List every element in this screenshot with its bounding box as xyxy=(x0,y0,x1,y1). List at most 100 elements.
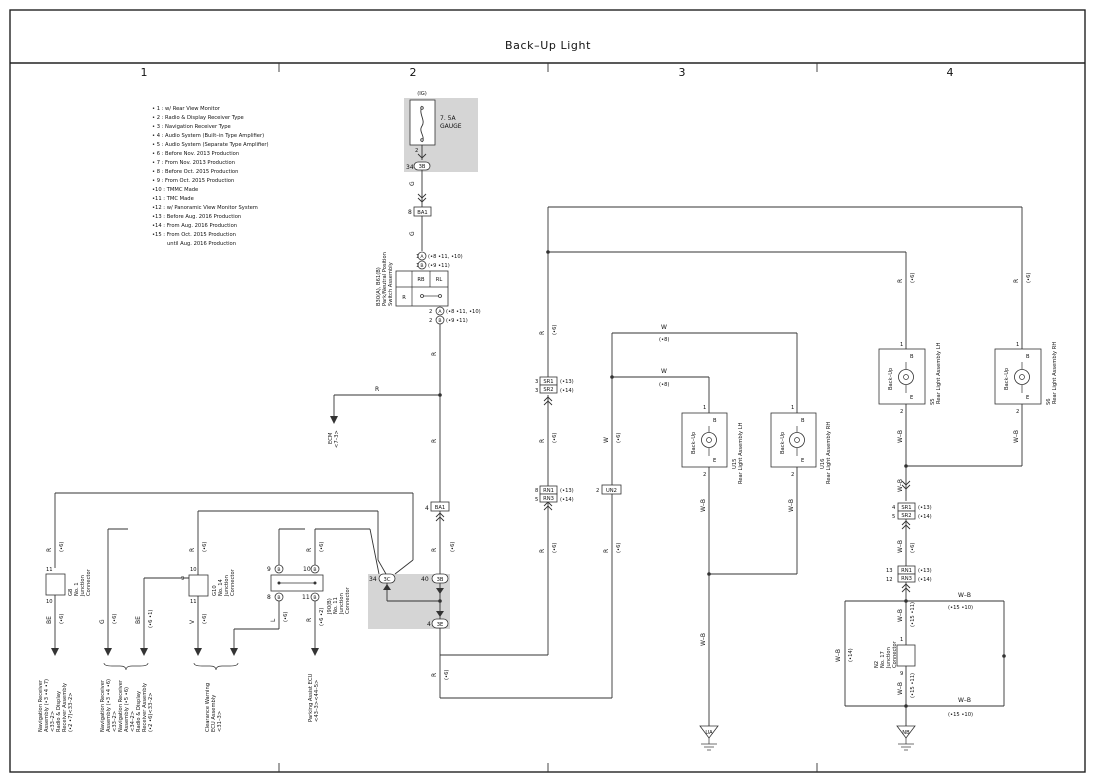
junction-g8: 11 10 G8 No. 1 Junction Connector BE (•6… xyxy=(45,567,92,656)
switch-code: B30(A), B61(B) xyxy=(376,267,382,306)
junction-type: Connector xyxy=(86,568,92,596)
lamp-name: Rear Light Assembly LH xyxy=(936,342,942,404)
condition-label: (•6) xyxy=(910,543,916,553)
connector-pin: 8 xyxy=(267,594,271,601)
lamp-pin: 1 xyxy=(703,405,706,411)
lamp-pin: 1 xyxy=(791,405,794,411)
wire-r-main: R R ECM <7–3> R 4 BA1 R (•6) xyxy=(328,324,456,574)
connector-label: A xyxy=(420,254,424,260)
condition-label: (•9 •11) xyxy=(446,318,468,324)
wire-color-label: BE xyxy=(135,616,142,624)
wire-r-to-rear: R (•6) R (•6) R (•6) xyxy=(431,494,622,699)
connector-column-906: W–B 4 SR1 (•13) 5 SR2 (•14) W–B (•6) 13 … xyxy=(886,479,932,633)
bulb-icon xyxy=(701,432,717,448)
condition-label: (•6) xyxy=(1026,273,1032,283)
condition-label: (•13) xyxy=(918,568,932,574)
condition-label: (•6) xyxy=(59,542,65,552)
wire-color-label: W–B xyxy=(958,592,971,599)
wire-color-label: R xyxy=(306,618,313,622)
connector-b-pin xyxy=(310,564,320,574)
destination-label: <34–2> xyxy=(130,711,136,732)
wire-color-label: W–B xyxy=(835,649,842,662)
brace-icon xyxy=(103,662,149,671)
connector-label: BA1 xyxy=(435,505,445,511)
destination-label: ECU Assembly xyxy=(211,695,217,732)
wire-color-label: W–B xyxy=(897,479,904,492)
note-line: • 4 : Audio System (Built–in Type Amplif… xyxy=(152,133,264,139)
condition-label: (•8) xyxy=(659,337,669,343)
ground-triangle-icon xyxy=(896,725,916,739)
connector-pin: 3 xyxy=(535,379,538,385)
wire-color-label: W–B xyxy=(700,633,707,646)
connector-pin: 10 xyxy=(190,567,197,573)
lamp-pin: 2 xyxy=(791,472,794,478)
connector-pin: 8 xyxy=(535,488,538,494)
arrow-up-icon xyxy=(383,584,391,590)
destination-label: Clearance Warning xyxy=(205,683,211,732)
note-line: • 3 : Navigation Receiver Type xyxy=(152,124,231,130)
connector-label: RN3 xyxy=(543,496,554,502)
connector-label: RN3 xyxy=(901,576,912,582)
wire-color-label: R xyxy=(46,548,53,552)
destination-labels: Navigation Receiver Assembly (•3 •4 •7) … xyxy=(38,673,320,732)
wire-g-nav: G (•6) xyxy=(99,528,128,656)
junction-code: G10 xyxy=(212,585,218,596)
condition-label: (•6) xyxy=(910,273,916,283)
ground-label: NB xyxy=(902,730,910,736)
switch-contact xyxy=(438,294,442,298)
junction-block-3c-3b-3e: 34 3C 40 3B 4 3E xyxy=(368,573,450,629)
bulb-icon xyxy=(1014,369,1030,385)
lamp-pin: 2 xyxy=(703,472,706,478)
junction-name: No. 1 xyxy=(74,582,80,596)
connector-b-pin xyxy=(417,260,427,270)
left-loop-wires: R (•6) R (•6) R (•6) xyxy=(46,492,414,575)
wire-color-label: R xyxy=(431,548,438,552)
condition-label: (•13) xyxy=(918,505,932,511)
connector-pin: 5 xyxy=(892,514,895,520)
connector-pin: 2 xyxy=(596,488,599,494)
connector-label: 3B xyxy=(419,164,426,170)
connector-label: B xyxy=(420,263,423,269)
zone-ruler: 1 2 3 4 xyxy=(141,63,954,772)
connector-sr2 xyxy=(897,510,916,520)
wire-color-label: G xyxy=(409,231,416,236)
connector-chevron-icon xyxy=(417,193,427,203)
destination-label: Assembly (•3 •4 •7) xyxy=(44,679,50,732)
note-line: • 5 : Audio System (Separate Type Amplif… xyxy=(152,142,269,148)
bulb-filament xyxy=(794,437,800,443)
fuse-rating: 7. 5A xyxy=(440,115,456,122)
junction-j90: 9 B 10 B 8 B 11 B J90(B) No. 11 Junction… xyxy=(230,528,351,656)
junction-g10-box xyxy=(188,574,209,597)
wire-r-upper-548: R (•6) 3 SR1 (•13) 3 SR2 (•14) R (•6) xyxy=(535,206,1022,486)
arrow-down-icon xyxy=(194,648,202,656)
splice-point xyxy=(313,581,317,585)
wire-color-label: W–B xyxy=(788,499,795,512)
junction-g10: 10 9 11 G10 No. 14 Junction Connector BE… xyxy=(135,567,236,656)
connector-pin: 12 xyxy=(886,577,893,583)
connector-pin: 34 xyxy=(406,164,414,171)
connector-pin: 34 xyxy=(369,576,377,583)
switch-position-label: RL xyxy=(436,277,443,283)
lamp-function-label: Back–Up xyxy=(888,367,894,390)
condition-label: (•6) xyxy=(450,542,456,552)
connector-pin: 10 xyxy=(46,599,53,605)
condition-label: (•6) xyxy=(319,542,325,552)
zone-label: 4 xyxy=(947,66,954,79)
condition-label: (•6) xyxy=(283,612,289,622)
connector-un2 xyxy=(601,484,622,495)
note-line: •15 : From Oct. 2015 Production xyxy=(152,232,236,238)
destination-label: <33–2> xyxy=(112,711,118,732)
destination-label: Navigation Receiver xyxy=(118,679,124,732)
wire-color-label: R xyxy=(431,673,438,677)
switch-position-label: RB xyxy=(417,277,425,283)
ecm-label: ECM xyxy=(328,433,334,444)
lamp-name: Rear Light Assembly LH xyxy=(738,422,744,484)
lamp-function-label: Back–Up xyxy=(780,431,786,454)
arrow-down-icon xyxy=(436,611,444,617)
connector-pin: 11 xyxy=(46,567,53,573)
wire-color-label: R xyxy=(431,439,438,443)
destination-label: <31–3> xyxy=(217,711,223,732)
destination-label: Navigation Receiver xyxy=(38,679,44,732)
wire-color-label: W–B xyxy=(897,609,904,622)
note-line: •13 : Before Aug. 2016 Production xyxy=(152,214,241,220)
